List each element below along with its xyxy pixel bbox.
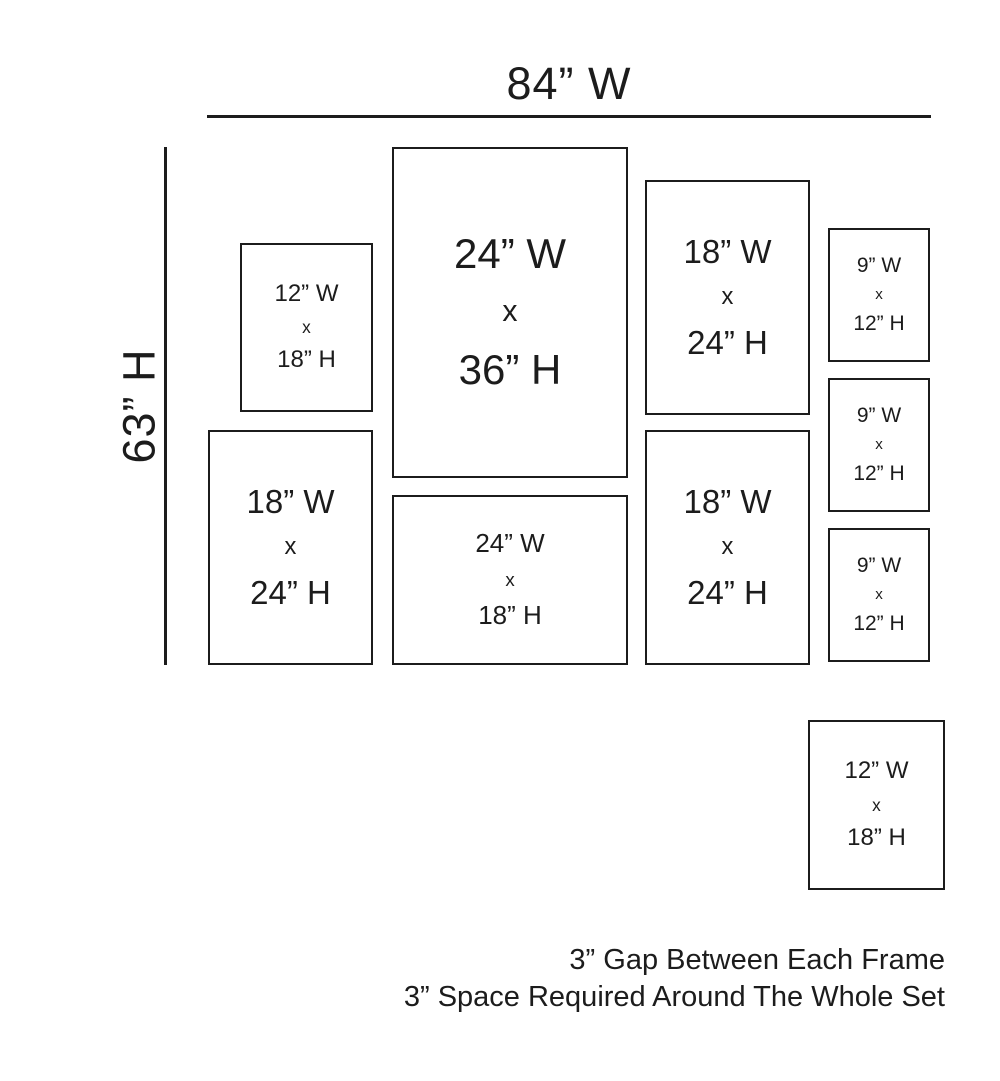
frame-width-text: 9” W xyxy=(856,254,902,278)
frame-24w-18h-center-bottom: 24” W x 18” H xyxy=(392,495,628,665)
frame-18w-24h-lower-right: 18” W x 24” H xyxy=(645,430,810,665)
frame-size-label: 12” W x 18” H xyxy=(274,280,338,375)
frame-separator-text: x xyxy=(875,585,883,603)
frame-width-text: 24” W xyxy=(475,528,545,559)
frame-width-text: 12” W xyxy=(844,757,909,785)
frame-width-text: 18” W xyxy=(246,483,335,521)
frame-size-label: 18” W x 24” H xyxy=(683,232,771,363)
frame-height-text: 24” H xyxy=(250,574,331,612)
frame-separator-text: x xyxy=(284,533,297,561)
frame-separator-text: x xyxy=(502,295,518,329)
layout-notes: 3” Gap Between Each Frame 3” Space Requi… xyxy=(404,942,945,1016)
height-dimension-text: 63” H xyxy=(114,348,166,464)
frame-9w-12h-right-bottom: 9” W x 12” H xyxy=(828,528,930,662)
frame-height-text: 24” H xyxy=(687,324,768,362)
frame-separator-text: x xyxy=(875,435,883,453)
frame-size-label: 9” W x 12” H xyxy=(853,403,904,486)
frame-height-text: 12” H xyxy=(853,612,905,636)
frame-size-label: 9” W x 12” H xyxy=(853,253,904,336)
surround-space-note: 3” Space Required Around The Whole Set xyxy=(403,980,945,1013)
frame-18w-24h-upper-right: 18” W x 24” H xyxy=(645,180,810,415)
frame-height-text: 18” H xyxy=(847,823,906,851)
frame-18w-24h-lower-left: 18” W x 24” H xyxy=(208,430,373,665)
frame-12w-18h-upper-left: 12” W x 18” H xyxy=(240,243,373,412)
frame-height-text: 24” H xyxy=(687,574,768,612)
width-dimension-label: 84” W xyxy=(506,58,632,109)
frame-size-label: 18” W x 24” H xyxy=(683,482,771,613)
frame-width-text: 18” W xyxy=(683,233,772,271)
frame-separator-text: x xyxy=(505,568,515,590)
frame-12w-18h-detached: 12” W x 18” H xyxy=(808,720,945,890)
frame-size-label: 24” W x 18” H xyxy=(475,528,544,631)
frame-separator-text: x xyxy=(302,317,311,338)
frame-width-text: 9” W xyxy=(856,554,902,578)
width-dimension-line xyxy=(207,115,931,118)
frame-9w-12h-right-middle: 9” W x 12” H xyxy=(828,378,930,512)
height-dimension-line xyxy=(164,147,167,665)
frame-size-label: 24” W x 36” H xyxy=(454,229,566,395)
frame-separator-text: x xyxy=(875,285,883,303)
frame-separator-text: x xyxy=(872,794,881,815)
frame-height-text: 12” H xyxy=(853,462,905,486)
height-dimension-label: 63” H xyxy=(100,147,180,665)
frame-size-label: 9” W x 12” H xyxy=(853,553,904,636)
gap-note: 3” Gap Between Each Frame xyxy=(569,944,945,976)
frame-height-text: 18” H xyxy=(277,346,336,374)
frame-separator-text: x xyxy=(721,283,734,311)
frame-width-text: 12” W xyxy=(274,279,339,307)
frame-24w-36h-center-top: 24” W x 36” H xyxy=(392,147,628,478)
frame-9w-12h-right-top: 9” W x 12” H xyxy=(828,228,930,362)
frame-height-text: 18” H xyxy=(478,600,542,631)
frame-size-label: 12” W x 18” H xyxy=(844,757,908,852)
frame-separator-text: x xyxy=(721,533,734,561)
frame-height-text: 12” H xyxy=(853,312,905,336)
frame-width-text: 24” W xyxy=(453,230,566,278)
frame-width-text: 18” W xyxy=(683,483,772,521)
frame-width-text: 9” W xyxy=(856,404,902,428)
frame-height-text: 36” H xyxy=(458,346,562,394)
frame-size-label: 18” W x 24” H xyxy=(246,482,334,613)
